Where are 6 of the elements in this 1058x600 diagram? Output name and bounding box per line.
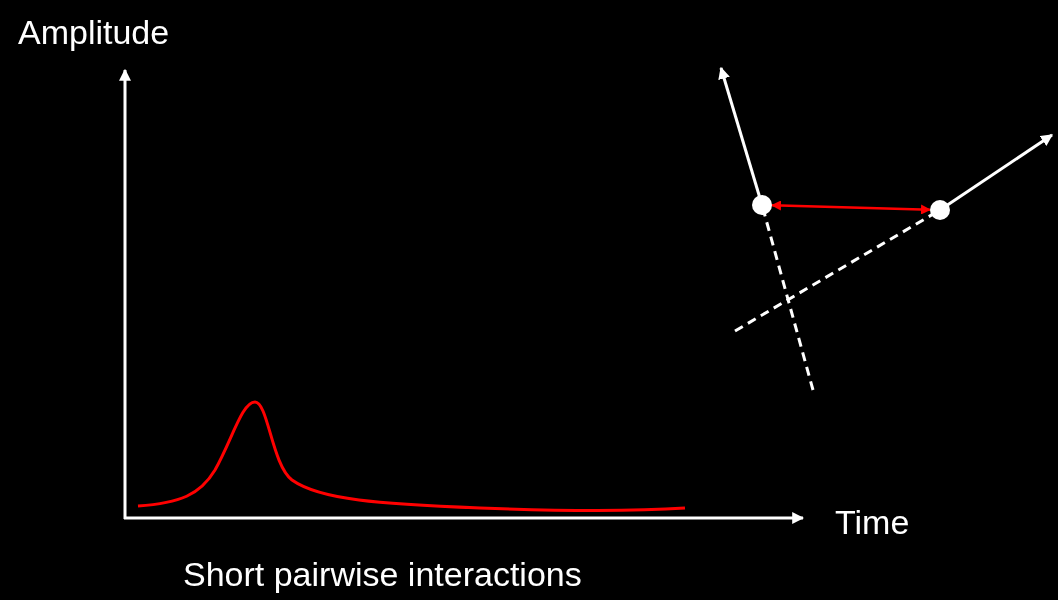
caption: Short pairwise interactions bbox=[183, 554, 582, 594]
axis-label: Time bbox=[835, 502, 910, 542]
axis-label: Amplitude bbox=[18, 12, 170, 52]
particle-dot bbox=[752, 195, 772, 215]
distance-arrow bbox=[771, 200, 931, 215]
particle-dot bbox=[930, 200, 950, 220]
